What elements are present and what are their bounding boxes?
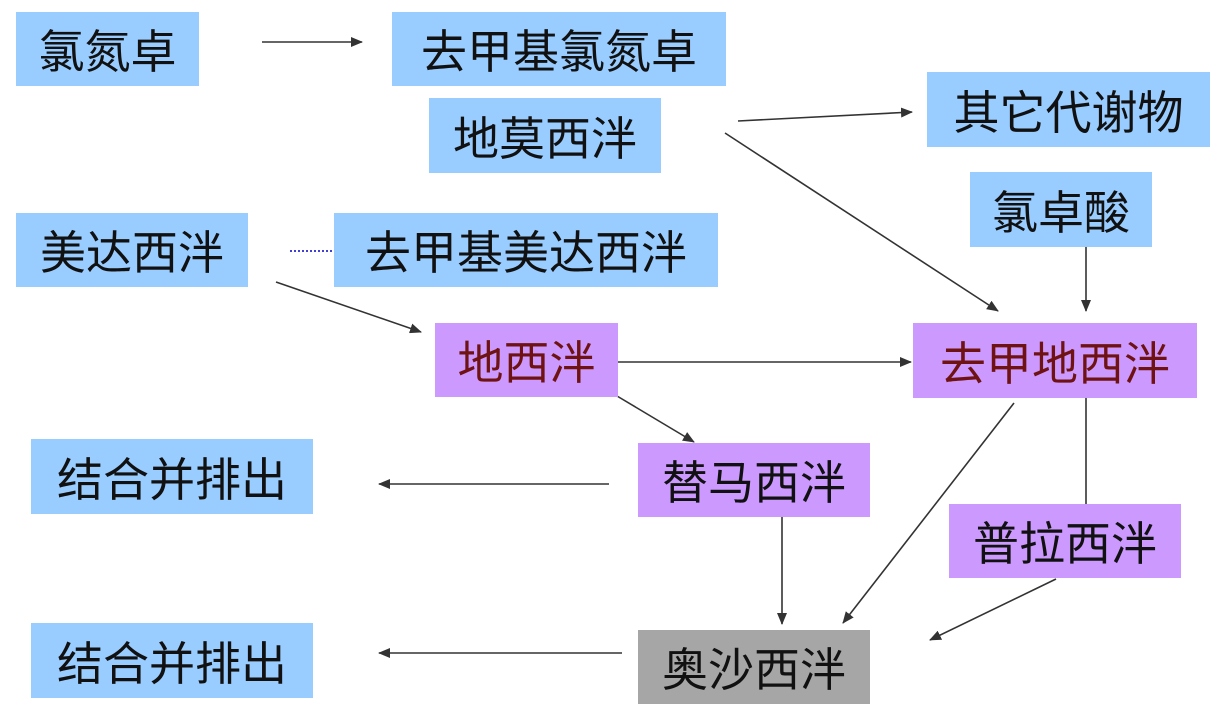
node-diazepam: 地莫西泮 [429, 98, 661, 173]
edge-diazepam-to-nordazepam [724, 132, 999, 312]
edge-prazepam-to-oxazepam [929, 578, 1057, 641]
node-temazepam: 替马西泮 [638, 443, 870, 517]
edge-diazepam-to-other-metabolites [737, 107, 913, 122]
node-prazepam: 普拉西泮 [949, 504, 1181, 578]
edge-diazepam-to-temazepam [616, 395, 695, 443]
node-desmethyl-medazepam: 去甲基美达西泮 [334, 213, 718, 287]
edge-nordazepam-to-oxazepam [842, 402, 1015, 624]
node-oxazepam: 奥沙西泮 [638, 630, 870, 704]
node-conjugate-excretion-1: 结合并排出 [31, 439, 313, 514]
node-diazepam-center: 地西泮 [435, 323, 618, 397]
node-chlordiazepoxide: 氯氮卓 [16, 12, 199, 86]
node-desmethyl-chlordiazepoxide: 去甲基氯氮卓 [392, 12, 726, 86]
edge-medazepam-to-diazepam [275, 281, 422, 334]
node-conjugate-excretion-2: 结合并排出 [31, 623, 313, 698]
node-other-metabolites: 其它代谢物 [927, 72, 1210, 147]
node-nordazepam: 去甲地西泮 [913, 323, 1197, 398]
node-medazepam: 美达西泮 [16, 213, 248, 287]
node-clorazepic-acid: 氯卓酸 [970, 172, 1152, 247]
